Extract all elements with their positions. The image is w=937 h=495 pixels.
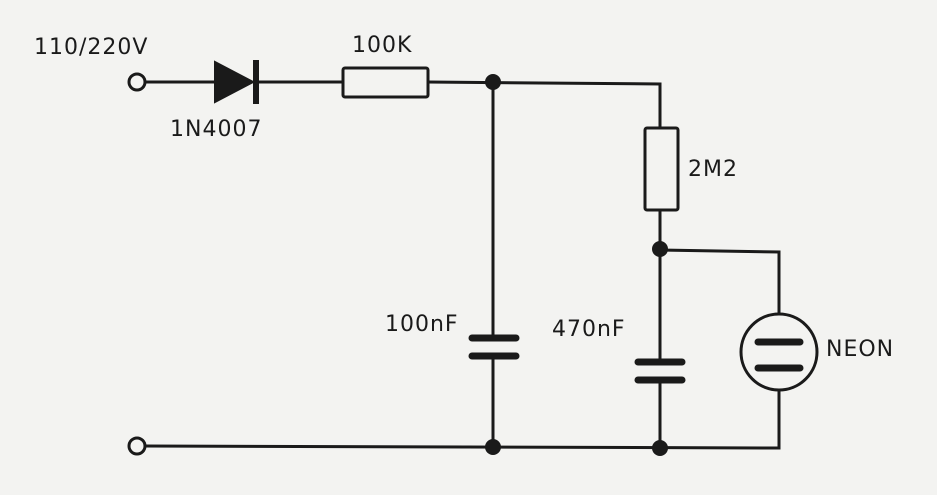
junction-top-left (485, 74, 501, 90)
junction-middle-right (652, 241, 668, 257)
resistor-2m2-label: 2M2 (688, 157, 738, 182)
wire-bottom-rail (143, 444, 781, 450)
resistor-100k (341, 66, 430, 99)
neon-lamp (739, 312, 819, 392)
capacitor-470nf-label: 470nF (552, 317, 626, 342)
junction-bottom-left (485, 439, 501, 455)
junction-bottom-right (652, 440, 668, 456)
neon-label: NEON (826, 337, 894, 362)
capacitor-100nf (468, 334, 520, 360)
resistor-100k-label: 100K (352, 33, 412, 58)
wire-node-to-neon (658, 248, 781, 254)
resistor-2m2 (643, 126, 680, 212)
capacitor-470nf (634, 358, 686, 384)
supply-voltage-label: 110/220V (34, 35, 148, 60)
capacitor-100nf-label: 100nF (385, 312, 459, 337)
input-terminal-top (127, 72, 147, 92)
input-terminal-bottom (127, 436, 147, 456)
wire-resistor-to-node (426, 80, 662, 86)
diode-symbol (214, 60, 259, 104)
diode-label: 1N4007 (170, 117, 262, 142)
